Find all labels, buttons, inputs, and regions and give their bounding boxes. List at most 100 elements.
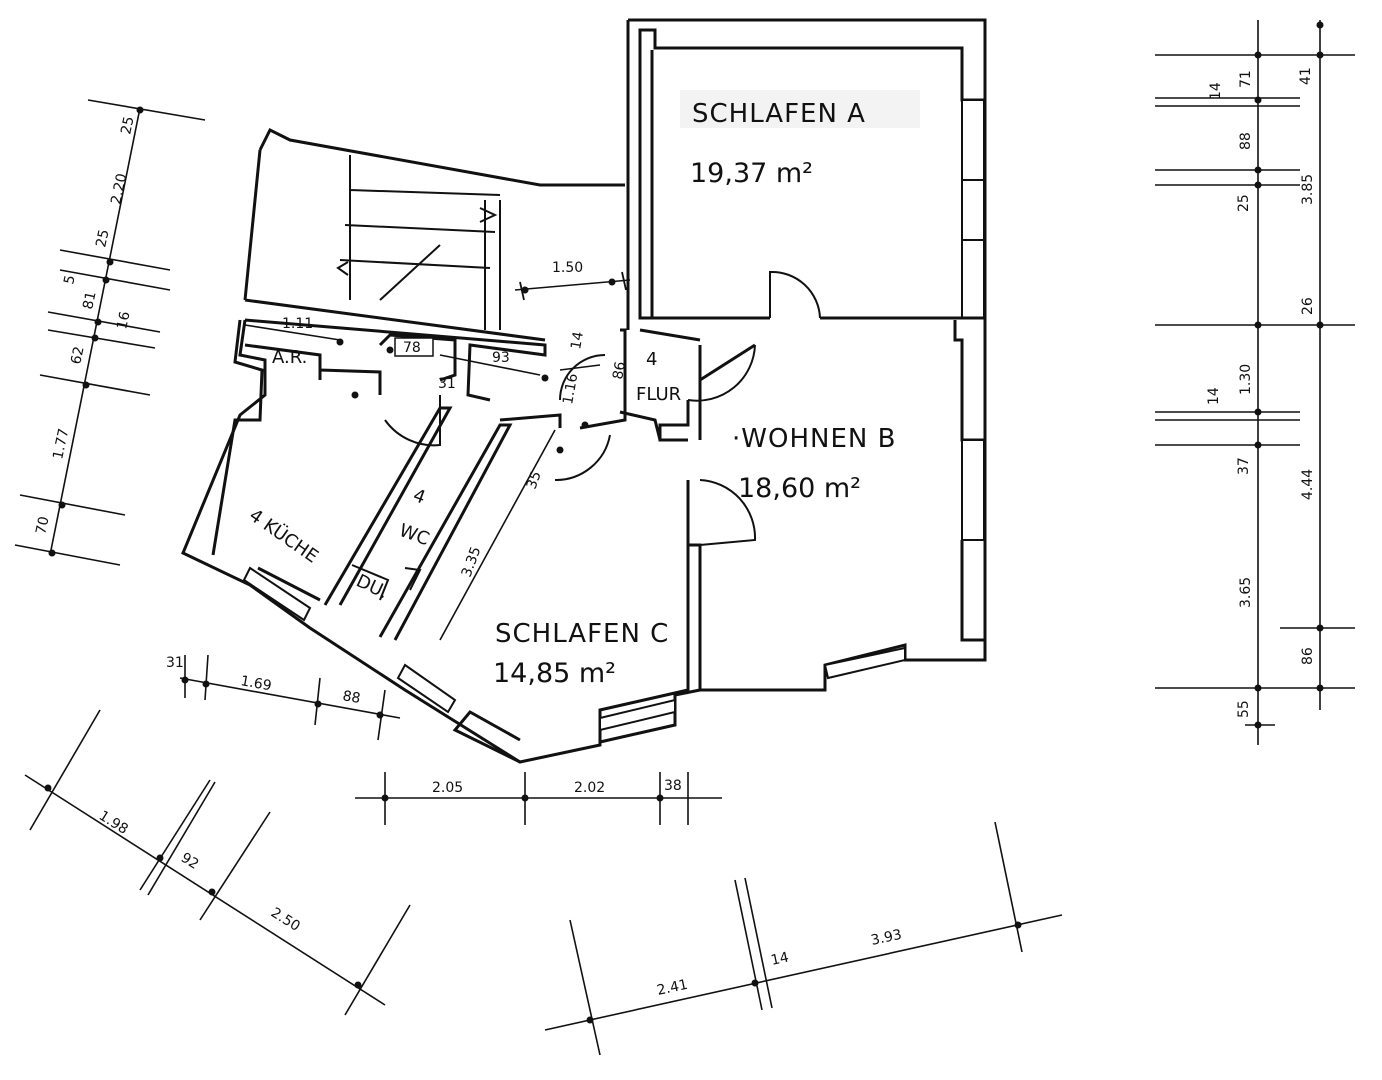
dim-dot bbox=[1316, 321, 1324, 329]
bottom-c-dim-1: 92 bbox=[178, 850, 202, 873]
stair-treads bbox=[339, 155, 501, 330]
right-outer-dim-4: 4.44 bbox=[1300, 469, 1316, 500]
window-b-2 bbox=[823, 646, 906, 680]
wall-wc bbox=[323, 406, 513, 641]
bottom-c-line bbox=[24, 774, 386, 1006]
wall-schlafen-c bbox=[181, 319, 690, 764]
bottom-d-tick bbox=[734, 879, 763, 1011]
bottom-a-line bbox=[179, 677, 401, 719]
dim-dot bbox=[1316, 21, 1324, 29]
dim-dot bbox=[556, 446, 564, 454]
dim-31: 31 bbox=[438, 376, 456, 392]
bottom-b-dim-1: 2.02 bbox=[574, 780, 605, 796]
dim-dot bbox=[82, 381, 90, 389]
dim-dot bbox=[1254, 51, 1262, 59]
left-chain-line bbox=[49, 107, 141, 556]
window-kueche bbox=[242, 566, 312, 622]
right-inner-dim-0: 14 bbox=[1208, 82, 1224, 100]
door-wohnen-b bbox=[687, 344, 756, 402]
left-tick-1 bbox=[87, 99, 206, 121]
left-dim-4: 81 bbox=[80, 290, 99, 311]
room-name-ar: A.R. bbox=[272, 347, 307, 368]
left-tick-3 bbox=[59, 269, 171, 291]
window-a-pillar bbox=[961, 179, 985, 241]
dim-dot bbox=[48, 549, 56, 557]
dim-line-flur bbox=[559, 364, 601, 371]
dim-dot bbox=[751, 979, 759, 987]
dim-335: 3.35 bbox=[459, 545, 485, 580]
room-area-schlafen-c: 14,85 m² bbox=[493, 658, 616, 689]
walls bbox=[181, 18, 987, 764]
bottom-d-dim-2: 3.93 bbox=[870, 927, 904, 949]
room-name-wohnen-b: ·WOHNEN B bbox=[732, 424, 896, 454]
right-outer-dim-0: 41 bbox=[1298, 67, 1314, 85]
left-tick-7 bbox=[19, 494, 126, 516]
bottom-a-dim-2: 88 bbox=[341, 688, 361, 707]
bottom-d-tick bbox=[569, 919, 601, 1056]
dim-dot bbox=[386, 346, 394, 354]
dim-dot bbox=[1254, 721, 1262, 729]
wall-schlafen-a-inner bbox=[626, 20, 654, 330]
dim-dot bbox=[541, 374, 549, 382]
right-inner-dim-6: 3.65 bbox=[1238, 577, 1254, 608]
dim-dot bbox=[376, 711, 384, 719]
bottom-d-tick bbox=[994, 821, 1023, 953]
right-inner-dim-3: 25 bbox=[1236, 194, 1252, 212]
left-tick-4 bbox=[47, 311, 161, 333]
left-dimension-chain: 25 2.20 25 5 81 16 62 1.77 70 bbox=[14, 99, 206, 566]
dim-86: 86 bbox=[610, 360, 629, 380]
dim-dot bbox=[521, 286, 529, 294]
dim-dot bbox=[1254, 321, 1262, 329]
dim-111: 1.11 bbox=[282, 316, 313, 332]
right-inner-dim-7: 55 bbox=[1236, 700, 1252, 718]
dim-dot bbox=[1316, 684, 1324, 692]
room-name-kueche: 4 KÜCHE bbox=[245, 504, 322, 567]
dim-box-78 bbox=[394, 337, 434, 357]
dim-dot bbox=[1254, 166, 1262, 174]
left-tick-5 bbox=[47, 329, 156, 349]
bottom-c-dim-2: 2.50 bbox=[268, 905, 303, 935]
door-wohnen-b-2 bbox=[699, 479, 757, 546]
bottom-c-tick bbox=[199, 811, 271, 921]
right-inner-dim-2: 88 bbox=[1238, 132, 1254, 150]
bottom-c-tick bbox=[29, 709, 101, 831]
dim-dot bbox=[136, 106, 144, 114]
dim-dot bbox=[581, 421, 589, 429]
dim-dot bbox=[58, 501, 66, 509]
dim-dot bbox=[106, 258, 114, 266]
window-c-2 bbox=[396, 663, 457, 714]
left-dim-5: 16 bbox=[114, 310, 133, 331]
bottom-dimension-chains: 31 1.69 88 2.05 2.02 38 1.98 92 2.50 bbox=[24, 654, 1063, 1056]
dim-dot bbox=[381, 794, 389, 802]
dim-dot bbox=[202, 680, 210, 688]
dim-150: 1.50 bbox=[552, 260, 583, 276]
left-dim-1: 2.20 bbox=[108, 172, 130, 206]
left-dim-2: 25 bbox=[93, 228, 112, 249]
room-area-wohnen-b: 18,60 m² bbox=[738, 473, 861, 504]
wall-wohnen-b bbox=[658, 316, 987, 692]
bottom-a-dim-1: 1.69 bbox=[239, 673, 272, 694]
dim-93: 93 bbox=[492, 350, 510, 366]
dim-dot bbox=[586, 1016, 594, 1024]
dim-35: 35 bbox=[524, 469, 545, 491]
dim-dot bbox=[1014, 921, 1022, 929]
dim-dot bbox=[1316, 51, 1324, 59]
bottom-c-dim-0: 1.98 bbox=[96, 808, 131, 838]
bottom-d-dim-0: 2.41 bbox=[656, 977, 690, 999]
room-name-wc: WC bbox=[396, 520, 432, 550]
dim-line-111 bbox=[244, 324, 341, 341]
wall-kueche bbox=[211, 319, 321, 602]
dim-tick bbox=[621, 271, 627, 291]
door-schlafen-c bbox=[554, 434, 611, 482]
room-num-flur: 4 bbox=[646, 349, 657, 370]
wall-corridor bbox=[244, 318, 547, 402]
room-name-flur: FLUR bbox=[636, 384, 681, 405]
right-outer-dim-2: 26 bbox=[1300, 297, 1316, 315]
left-dim-8: 70 bbox=[33, 515, 52, 536]
door-kueche bbox=[384, 395, 441, 447]
wall-du bbox=[351, 564, 422, 601]
room-name-schlafen-a: SCHLAFEN A bbox=[692, 99, 866, 129]
window-c-1 bbox=[599, 698, 676, 732]
window-b-1 bbox=[961, 439, 985, 541]
dim-dot bbox=[521, 794, 529, 802]
